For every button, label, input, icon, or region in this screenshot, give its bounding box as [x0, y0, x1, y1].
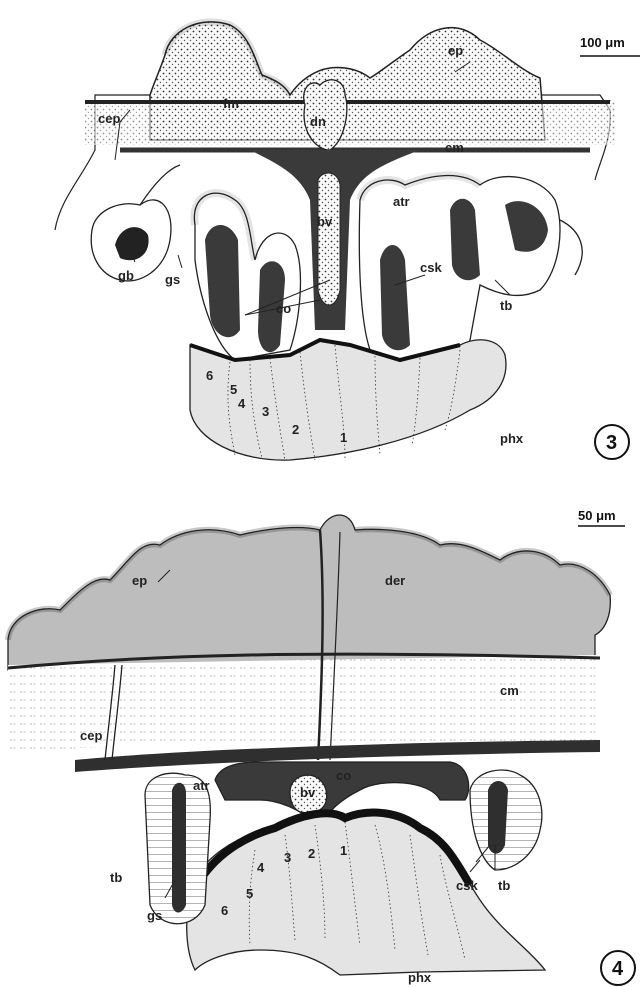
fig4-label-tb-left: tb [110, 870, 122, 885]
fig4-label-cep: cep [80, 728, 102, 743]
figure-3: 100 μm ep fm dn cep cm bv atr gb gs co c… [55, 22, 640, 460]
fig3-zone-6: 6 [206, 368, 213, 383]
fig4-label-gs: gs [147, 908, 162, 923]
fig4-zone-4: 4 [257, 860, 265, 875]
fig3-zone-5: 5 [230, 382, 237, 397]
fig3-number: 3 [606, 432, 617, 454]
fig3-label-cm: cm [445, 140, 464, 155]
fig3-label-csk: csk [420, 260, 442, 275]
fig3-label-dn: dn [310, 114, 326, 129]
fig4-label-csk: csk [456, 878, 478, 893]
fig3-label-co: co [276, 301, 291, 316]
fig4-dermis [8, 515, 610, 670]
fig4-zone-1: 1 [340, 843, 347, 858]
figure-4: 50 μm [8, 508, 635, 985]
fig3-label-gb: gb [118, 268, 134, 283]
fig3-label-cep: cep [98, 111, 120, 126]
fig4-zone-3: 3 [284, 850, 291, 865]
fig4-number: 4 [612, 958, 624, 980]
fig3-zone-3: 3 [262, 404, 269, 419]
fig4-zone-2: 2 [308, 846, 315, 861]
fig4-label-tb-right: tb [498, 878, 510, 893]
fig4-zone-6: 6 [221, 903, 228, 918]
fig3-label-fm: fm [223, 96, 239, 111]
fig3-cm-band [85, 100, 615, 145]
fig4-label-der: der [385, 573, 405, 588]
fig4-label-cm: cm [500, 683, 519, 698]
fig3-zone-2: 2 [292, 422, 299, 437]
fig4-zone-5: 5 [246, 886, 253, 901]
fig4-label-ep: ep [132, 573, 147, 588]
fig4-label-bv: bv [300, 785, 316, 800]
fig3-zone-1: 1 [340, 430, 347, 445]
fig3-label-gs: gs [165, 272, 180, 287]
fig3-label-bv: bv [317, 214, 333, 229]
fig3-label-ep: ep [448, 43, 463, 58]
fig3-scale-label: 100 μm [580, 35, 625, 50]
fig3-label-phx: phx [500, 431, 524, 446]
fig3-zone-4: 4 [238, 396, 246, 411]
fig4-label-co: co [336, 768, 351, 783]
fig3-label-tb: tb [500, 298, 512, 313]
fig3-label-atr: atr [393, 194, 410, 209]
fig4-scale-label: 50 μm [578, 508, 616, 523]
fig4-label-phx: phx [408, 970, 432, 985]
fig4-label-atr: atr [193, 778, 210, 793]
